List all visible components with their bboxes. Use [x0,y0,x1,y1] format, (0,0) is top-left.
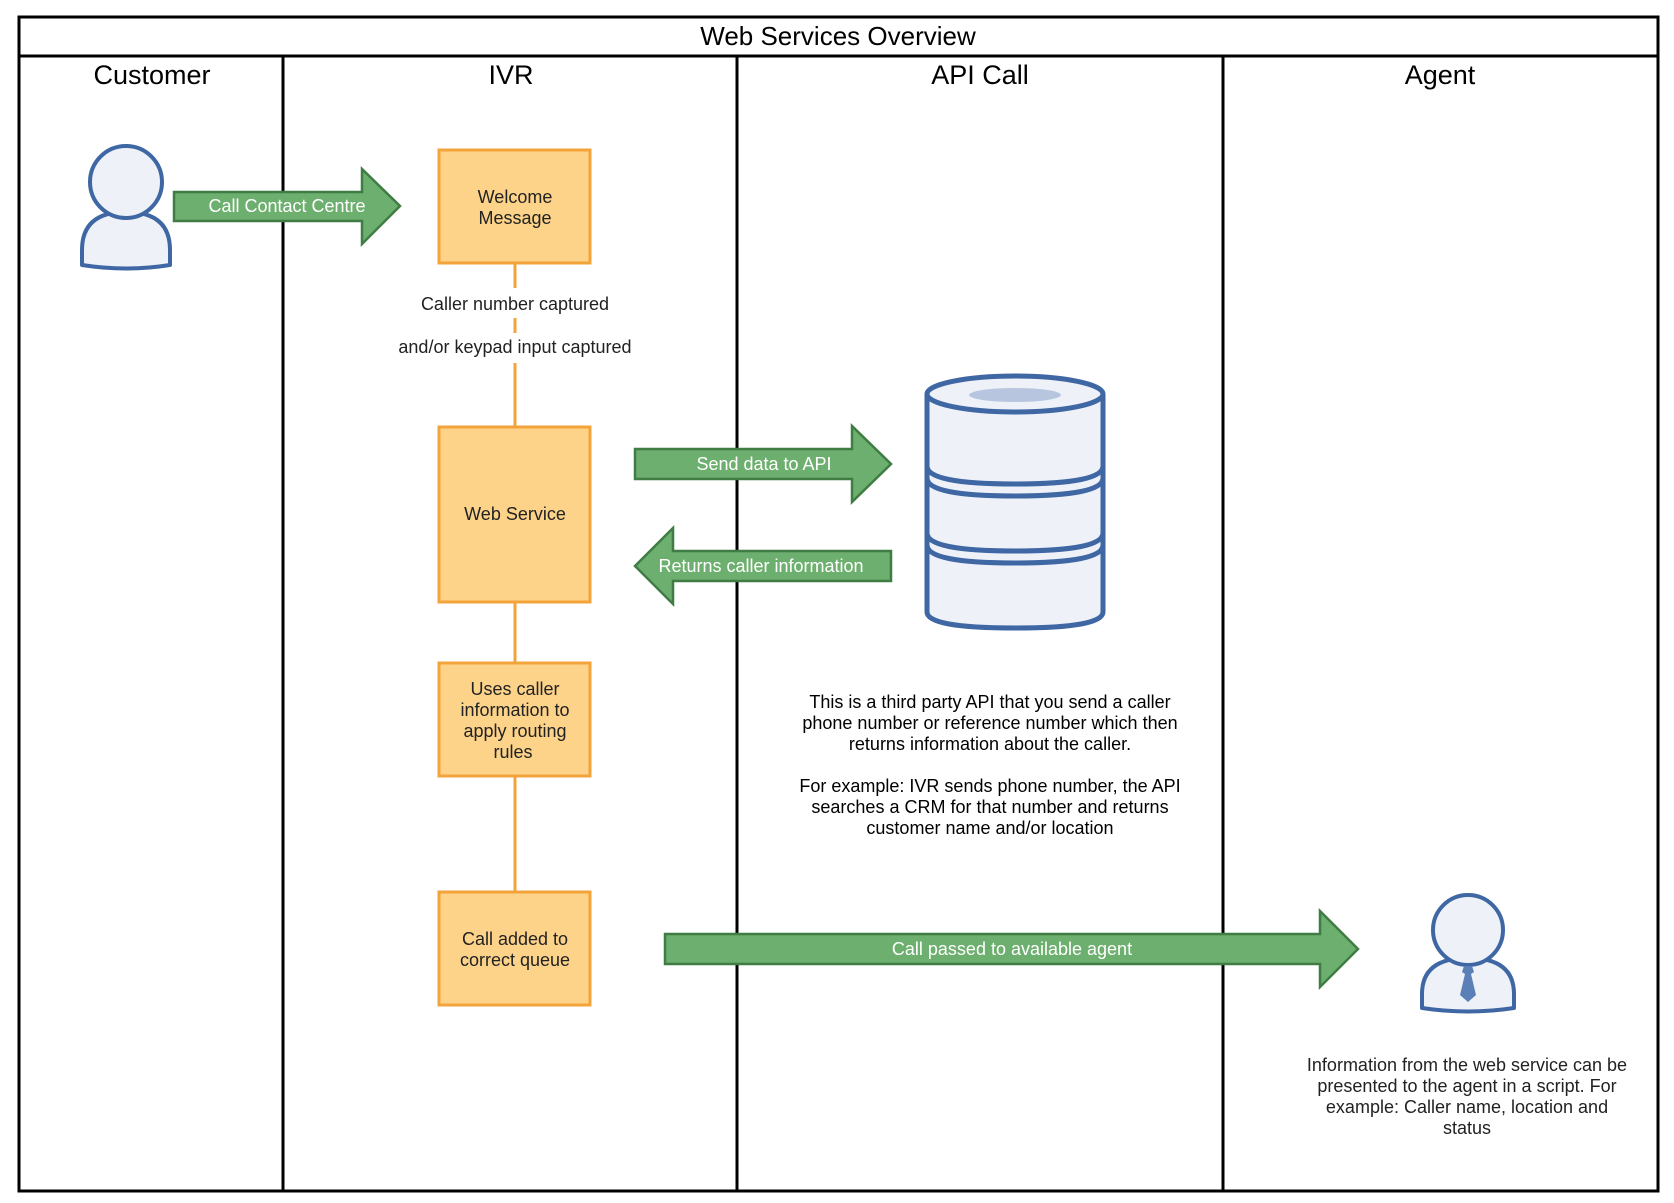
database-icon [924,373,1106,631]
arrow-passed-agent-label: Call passed to available agent [892,939,1132,959]
arrow-returns-caller-info: Returns caller information [633,524,893,608]
box-routing-line-4: rules [493,742,532,762]
arrow-call-contact-label: Call Contact Centre [208,196,365,216]
lane-header-customer: Customer [93,60,210,90]
api-description-note: This is a third party API that you send … [799,692,1180,838]
arrow-call-passed-to-agent: Call passed to available agent [663,907,1360,991]
box-routing-rules: Uses caller information to apply routing… [437,661,592,778]
agent-note-line-3: example: Caller name, location and [1326,1097,1608,1117]
box-web-service: Web Service [437,425,592,604]
api-note-line-2: phone number or reference number which t… [802,713,1177,733]
tie-icon [1460,966,1476,1002]
diagram-title: Web Services Overview [700,21,976,51]
box-routing-line-1: Uses caller [470,679,559,699]
agent-description-note: Information from the web service can be … [1307,1055,1627,1138]
arrow-call-contact-centre: Call Contact Centre [172,166,402,248]
box-queue-line-1: Call added to [462,929,568,949]
box-call-queue: Call added to correct queue [437,890,592,1007]
box-routing-line-2: information to [460,700,569,720]
api-note-line-5: For example: IVR sends phone number, the… [799,776,1180,796]
box-queue-line-2: correct queue [460,950,570,970]
api-note-line-6: searches a CRM for that number and retur… [811,797,1168,817]
connector-label-keypad: and/or keypad input captured [398,337,631,357]
arrow-returns-label: Returns caller information [658,556,863,576]
box-web-service-label: Web Service [464,504,566,524]
agent-note-line-2: presented to the agent in a script. For [1317,1076,1616,1096]
connector-label-caller-number: Caller number captured [421,294,609,314]
agent-note-line-4: status [1443,1118,1491,1138]
api-note-line-3: returns information about the caller. [849,734,1131,754]
arrow-send-data-to-api: Send data to API [633,423,893,505]
arrow-send-data-label: Send data to API [696,454,831,474]
agent-user-with-tie-icon [1420,893,1516,1014]
lane-header-api-call: API Call [931,60,1029,90]
agent-note-line-1: Information from the web service can be [1307,1055,1627,1075]
lane-header-ivr: IVR [488,60,533,90]
box-routing-line-3: apply routing [463,721,566,741]
api-note-line-1: This is a third party API that you send … [809,692,1170,712]
box-welcome-message: Welcome Message [437,148,592,265]
user-icon [80,144,172,271]
api-note-line-7: customer name and/or location [866,818,1113,838]
box-welcome-line-1: Welcome [478,187,553,207]
lane-header-agent: Agent [1405,60,1476,90]
box-welcome-line-2: Message [478,208,551,228]
